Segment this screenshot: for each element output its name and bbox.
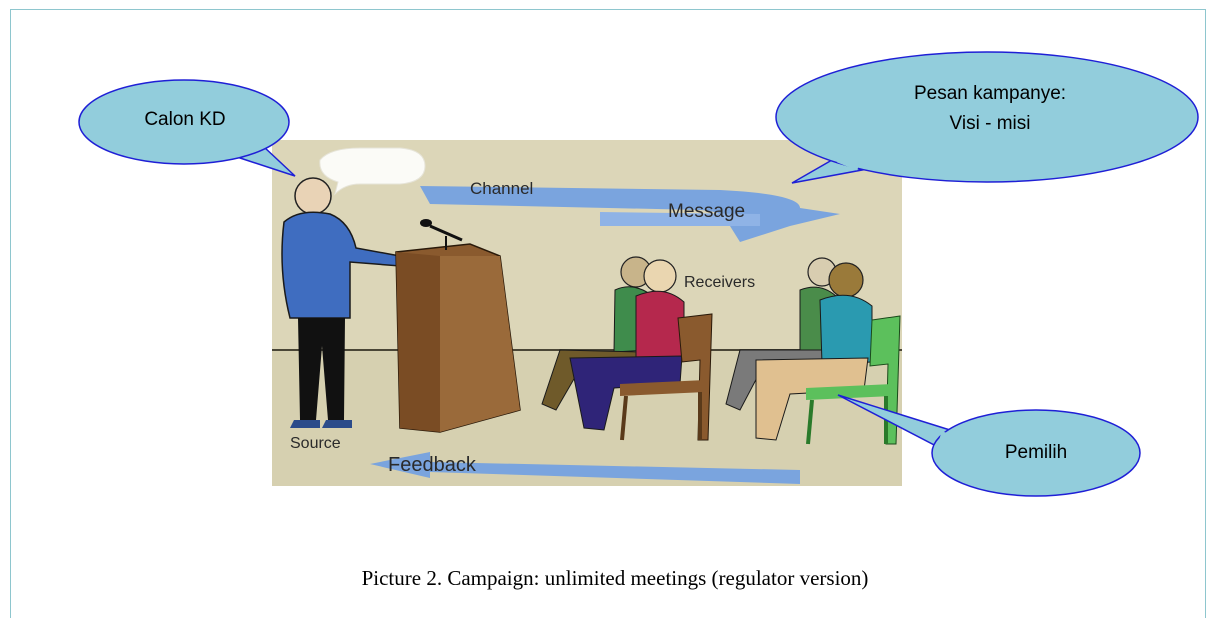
label-feedback: Feedback xyxy=(388,454,477,476)
label-channel: Channel xyxy=(470,179,533,198)
speaker-speech-bubble xyxy=(319,147,426,196)
label-message: Message xyxy=(668,201,745,222)
audience-group-right xyxy=(725,257,901,445)
label-source: Source xyxy=(290,435,341,452)
callout-voters-bubble xyxy=(931,409,1141,497)
label-receivers: Receivers xyxy=(684,274,755,291)
podium xyxy=(395,219,521,433)
figure-frame-right xyxy=(1205,9,1206,618)
figure-frame-left xyxy=(10,9,11,618)
figure-frame-top xyxy=(10,9,1206,10)
audience-group-left xyxy=(541,256,713,441)
callout-candidate-bubble xyxy=(78,79,290,165)
callout-message-bubble xyxy=(775,51,1199,183)
callout-voters-text: Pemilih xyxy=(1004,442,1068,463)
callout-message-line2: Visi - misi xyxy=(949,113,1031,134)
message-arrow xyxy=(420,186,840,242)
speaker-figure xyxy=(281,177,401,428)
callout-message-line1: Pesan kampanye: xyxy=(913,83,1067,104)
feedback-arrow xyxy=(370,452,800,484)
figure-caption: Picture 2. Campaign: unlimited meetings … xyxy=(361,566,869,590)
callout-candidate-text: Calon KD xyxy=(144,109,226,130)
